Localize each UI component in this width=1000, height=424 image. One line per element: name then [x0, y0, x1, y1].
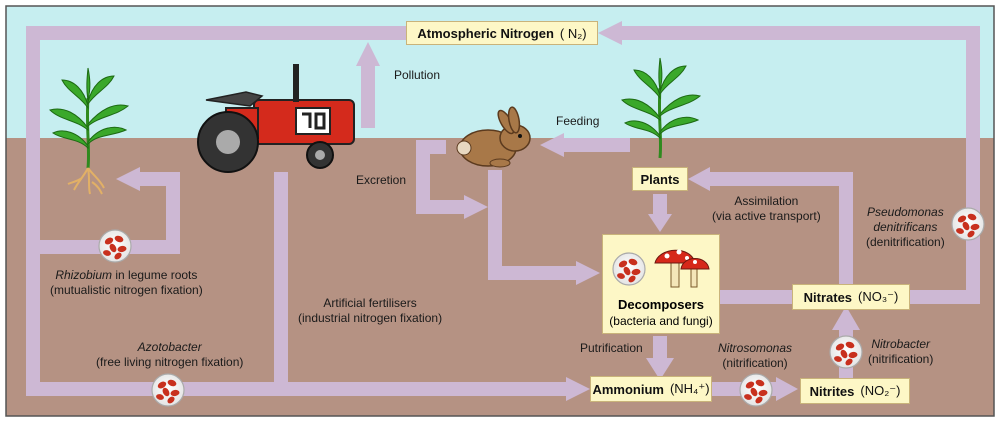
nitrites-formula: (NO₂⁻)	[860, 383, 901, 398]
plants-box: Plants	[632, 167, 688, 191]
azotobacter-line-2: (free living nitrogen fixation)	[96, 355, 244, 369]
nitrosomonas-line-2: (nitrification)	[722, 356, 788, 370]
rhizobium-line-2: (mutualistic nitrogen fixation)	[50, 283, 203, 297]
nitrates-name: Nitrates	[803, 289, 853, 305]
plants-label: Plants	[640, 171, 680, 187]
nitrosomonas-line-1: Nitrosomonas	[718, 341, 793, 355]
rhizobium-line-1: Rhizobium	[55, 268, 113, 282]
assimilation-line-2: (via active transport)	[712, 209, 821, 223]
nitrosomonas-label: Nitrosomonas (nitrification)	[718, 341, 792, 371]
pollution-label: Pollution	[394, 68, 441, 82]
artificial-line-2: (industrial nitrogen fixation)	[298, 311, 443, 325]
atmospheric-nitrogen-name: Atmospheric Nitrogen	[417, 25, 554, 41]
nitrobacter-line-1: Nitrobacter	[871, 337, 931, 351]
nitrates-box: Nitrates (NO₃⁻)	[792, 284, 910, 310]
azotobacter-line-1: Azotobacter	[137, 340, 202, 354]
nitrosomonas-bacteria-icon	[739, 373, 773, 407]
mushroom-icon	[654, 249, 710, 288]
nitrobacter-label: Nitrobacter (nitrification)	[868, 337, 933, 367]
atmospheric-nitrogen-box: Atmospheric Nitrogen ( N₂)	[406, 21, 598, 45]
pseudomonas-bacteria-icon	[951, 207, 985, 241]
feeding-label: Feeding	[556, 114, 600, 128]
assimilation-line-1: Assimilation	[734, 194, 799, 208]
pseudomonas-line-3: (denitrification)	[866, 235, 945, 249]
rhizobium-line-1b: in legume roots	[112, 268, 198, 282]
decomposers-title: Decomposers	[618, 297, 704, 312]
azotobacter-bacteria-icon	[151, 373, 185, 407]
nitrates-formula: (NO₃⁻)	[858, 289, 899, 304]
decomposers-bacteria-icon	[612, 252, 646, 286]
tractor-icon	[197, 64, 355, 173]
ammonium-box: Ammonium (NH₄⁺)	[590, 376, 712, 402]
pseudomonas-label: Pseudomonas denitrificans (denitrificati…	[866, 205, 945, 250]
excretion-label: Excretion	[356, 173, 407, 187]
artificial-line-1: Artificial fertilisers	[323, 296, 417, 310]
pseudomonas-line-1: Pseudomonas	[866, 205, 944, 219]
artificial-fertilisers-label: Artificial fertilisers (industrial nitro…	[298, 296, 442, 326]
rhizobium-label: Rhizobium in legume roots (mutualistic n…	[50, 268, 203, 298]
decomposers-illustration	[612, 249, 710, 288]
rabbit-icon	[456, 106, 531, 168]
nitrites-name: Nitrites	[809, 383, 855, 399]
diagram-border	[5, 5, 995, 417]
atmospheric-nitrogen-formula: ( N₂)	[559, 25, 587, 41]
nitrobacter-line-2: (nitrification)	[868, 352, 934, 366]
ammonium-formula: (NH₄⁺)	[669, 381, 710, 396]
ammonium-name: Ammonium	[592, 381, 664, 397]
decomposers-subtitle: (bacteria and fungi)	[609, 314, 713, 328]
pseudomonas-line-2: denitrificans	[873, 220, 938, 234]
nitrites-box: Nitrites (NO₂⁻)	[800, 378, 910, 404]
azotobacter-label: Azotobacter (free living nitrogen fixati…	[96, 340, 243, 370]
assimilation-label: Assimilation (via active transport)	[712, 194, 821, 224]
rhizobium-bacteria-icon	[98, 229, 132, 263]
putrification-label: Putrification	[580, 341, 643, 355]
nitrobacter-bacteria-icon	[829, 335, 863, 369]
decomposers-box: Decomposers (bacteria and fungi)	[602, 234, 720, 334]
